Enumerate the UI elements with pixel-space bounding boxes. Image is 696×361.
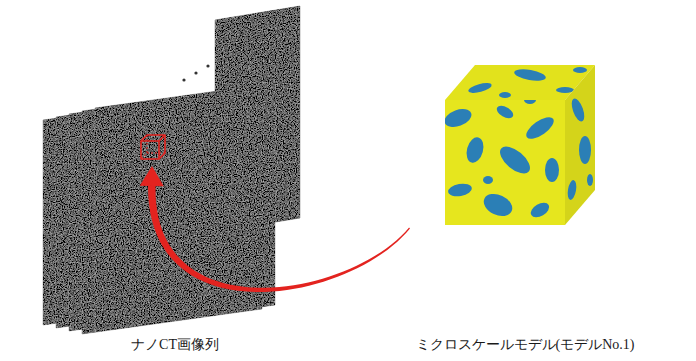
arrow-shaft [148,186,410,292]
image-label: ナノCT画像列 [131,336,219,354]
ct-slice-stack [43,83,275,334]
extraction-cube [141,135,165,159]
image-group: ミクロスケールモデル(モデルNo.1) [410,40,641,358]
image-label: ミクロスケールモデル(モデルNo.1) [416,336,635,354]
curved-arrow [140,166,410,292]
microscale-model [442,65,595,225]
arrow-head [140,166,164,186]
image-group: ナノCT画像列 [30,0,320,358]
continuation-dots [182,64,209,81]
